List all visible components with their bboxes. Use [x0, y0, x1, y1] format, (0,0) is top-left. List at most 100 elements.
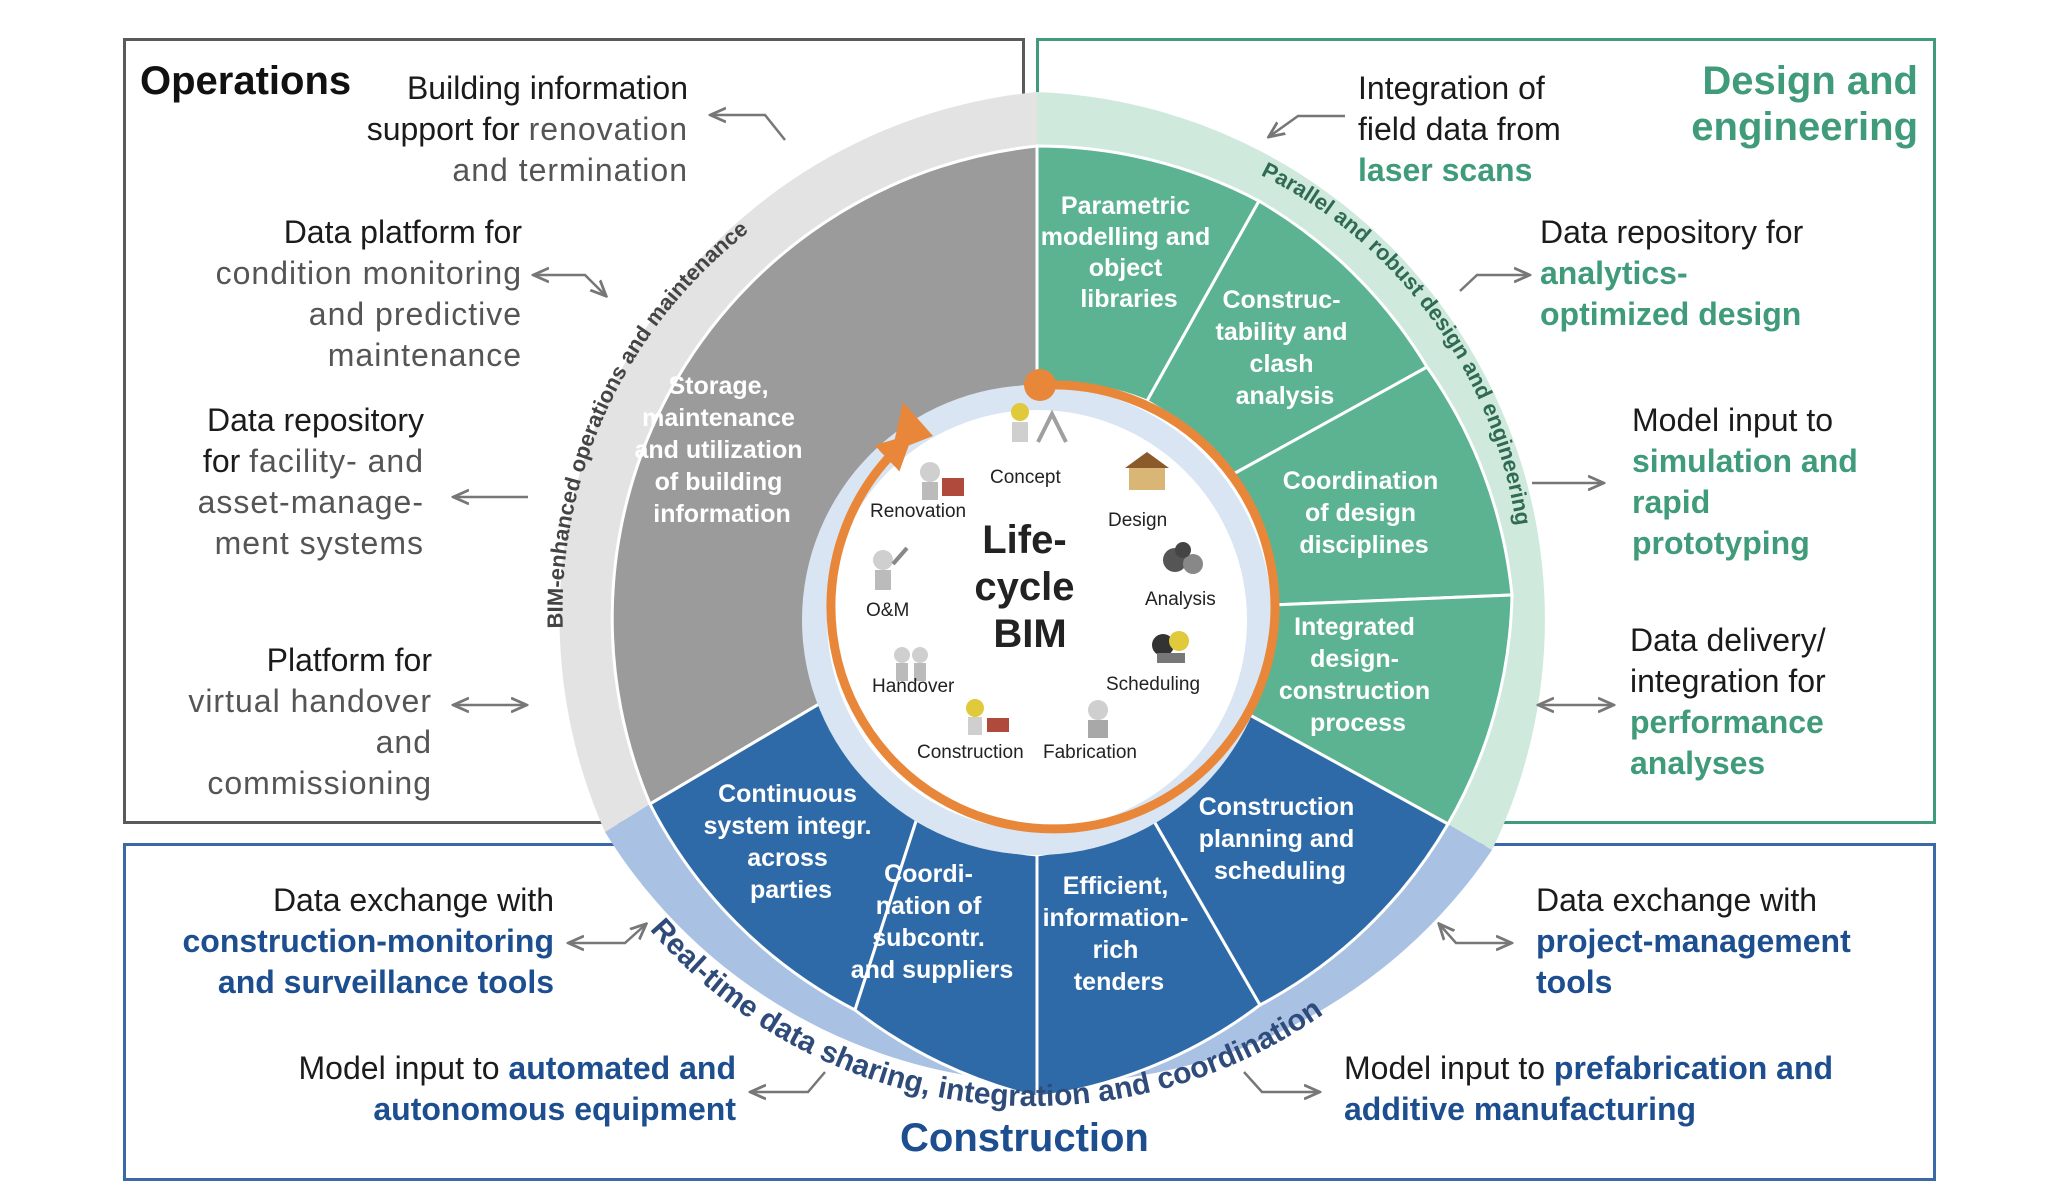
design-engineering-title: Design and engineering — [1691, 58, 1918, 150]
note-performance-analyses: Data delivery/ integration for performan… — [1630, 620, 1826, 784]
text-line: Life- — [982, 518, 1066, 562]
note-facility-asset: Data repository for facility- and asset-… — [198, 400, 424, 564]
text-line: Platform for — [266, 642, 432, 678]
text-line: rich — [1093, 936, 1139, 964]
text-line: and predictive — [308, 296, 522, 332]
text-line: Data platform for — [283, 214, 522, 250]
segment-text-constructability: Construc- tability and clash analysis — [1216, 286, 1355, 410]
text-line: renovation — [528, 111, 688, 147]
design-title-line: engineering — [1691, 105, 1918, 149]
arrow-monitoring — [570, 925, 645, 943]
text-line: Building information — [406, 70, 688, 106]
note-prefabrication: Model input to prefabrication and additi… — [1344, 1048, 1833, 1130]
text-line: ment systems — [214, 525, 424, 561]
text-line: Integrated — [1294, 613, 1415, 641]
text-line: tenders — [1074, 968, 1164, 996]
arrow-laser — [1270, 114, 1345, 136]
text-line: disciplines — [1299, 531, 1428, 559]
text-line: object — [1089, 254, 1163, 282]
segment-text-coordination: Coordination of design disciplines — [1283, 467, 1445, 559]
text-line: asset-manage- — [197, 484, 424, 520]
text-line: design- — [1310, 645, 1399, 673]
phase-icons — [873, 403, 1203, 738]
text-line: integration for — [1630, 663, 1826, 699]
text-line: performance — [1630, 704, 1824, 740]
phase-label-design: Design — [1108, 510, 1167, 531]
text-line: prototyping — [1632, 525, 1810, 561]
text-line: laser scans — [1358, 152, 1533, 188]
text-line: tools — [1536, 964, 1613, 1000]
phase-label-fabrication: Fabrication — [1043, 742, 1137, 763]
text-line: scheduling — [1214, 857, 1346, 885]
text-line: autonomous equipment — [373, 1091, 736, 1127]
note-construction-monitoring: Data exchange with construction-monitori… — [182, 880, 554, 1003]
phase-label-om: O&M — [866, 600, 909, 621]
cycle-start-dot — [1024, 369, 1056, 401]
note-virtual-handover: Platform for virtual handover and commis… — [188, 640, 432, 804]
text-line: information- — [1043, 904, 1189, 932]
phase-label-concept: Concept — [990, 467, 1061, 488]
connector-arrows — [455, 115, 1612, 1092]
text-line: condition monitoring — [215, 255, 522, 291]
arrow-renovation — [712, 115, 786, 141]
text-line: field data from — [1358, 111, 1561, 147]
text-line: Coordination — [1283, 467, 1439, 495]
text-line: cycle — [974, 565, 1074, 609]
segment-text-planning: Construction planning and scheduling — [1199, 793, 1362, 885]
renovation-icon — [920, 462, 964, 500]
note-laser-scans: Integration of field data from laser sca… — [1358, 68, 1561, 191]
handover-icon — [894, 647, 928, 681]
text-line: Data exchange with — [1536, 882, 1818, 918]
text-line: maintenance — [642, 404, 795, 432]
phase-label-handover: Handover — [872, 676, 955, 697]
note-analytics-design: Data repository for analytics- optimized… — [1540, 212, 1803, 335]
arrow-analytics — [1459, 275, 1528, 292]
text-line: virtual handover — [188, 683, 432, 719]
text-line: Data repository — [207, 402, 424, 438]
text-line: additive manufacturing — [1344, 1091, 1697, 1127]
om-icon — [873, 546, 909, 590]
text-line: and surveillance tools — [217, 964, 554, 1000]
arrow-pm — [1440, 925, 1510, 943]
text-line: Data delivery/ — [1630, 622, 1826, 658]
ring-band-design — [1037, 92, 1545, 850]
text-line: analytics- — [1540, 255, 1688, 291]
text-line: maintenance — [327, 337, 522, 373]
text-line: Parametric — [1061, 192, 1190, 220]
concept-icon — [1011, 403, 1068, 443]
phase-label-renovation: Renovation — [870, 501, 966, 522]
text-line: subcontr. — [872, 924, 985, 952]
text-line: analysis — [1236, 382, 1335, 410]
phase-label-analysis: Analysis — [1145, 589, 1216, 610]
text-line: nation of — [876, 892, 982, 920]
text-line: optimized design — [1540, 296, 1802, 332]
hub-disc — [827, 410, 1247, 830]
text-line: Data repository for — [1540, 214, 1804, 250]
text-line: support for — [366, 111, 529, 147]
construction-icon — [966, 699, 1009, 735]
phase-label-scheduling: Scheduling — [1106, 674, 1200, 695]
text-line: and termination — [452, 152, 688, 188]
text-line: construction-monitoring — [182, 923, 554, 959]
text-line: of design — [1305, 499, 1416, 527]
text-line: Model input to — [1344, 1050, 1554, 1086]
text-line: Construc- — [1222, 286, 1340, 314]
text-line: and suppliers — [851, 956, 1014, 984]
scheduling-icon — [1152, 631, 1189, 663]
segment-text-continuous: Continuous system integr. across parties — [703, 780, 878, 904]
text-line: rapid — [1632, 484, 1711, 520]
note-condition-monitoring: Data platform for condition monitoring a… — [216, 212, 522, 376]
text-line: commissioning — [207, 765, 432, 801]
text-line: Efficient, — [1063, 872, 1169, 900]
segment-text-tenders: Efficient, information- rich tenders — [1043, 872, 1196, 996]
ring-band-construction — [605, 804, 1492, 1083]
design-title-line: Design and — [1702, 59, 1918, 103]
text-line: libraries — [1080, 285, 1177, 313]
text-line: Continuous — [718, 780, 857, 808]
text-line: and utilization — [635, 436, 803, 464]
note-simulation-prototyping: Model input to simulation and rapid prot… — [1632, 400, 1858, 564]
design-house-icon — [1125, 452, 1169, 490]
note-project-management: Data exchange with project-management to… — [1536, 880, 1851, 1003]
